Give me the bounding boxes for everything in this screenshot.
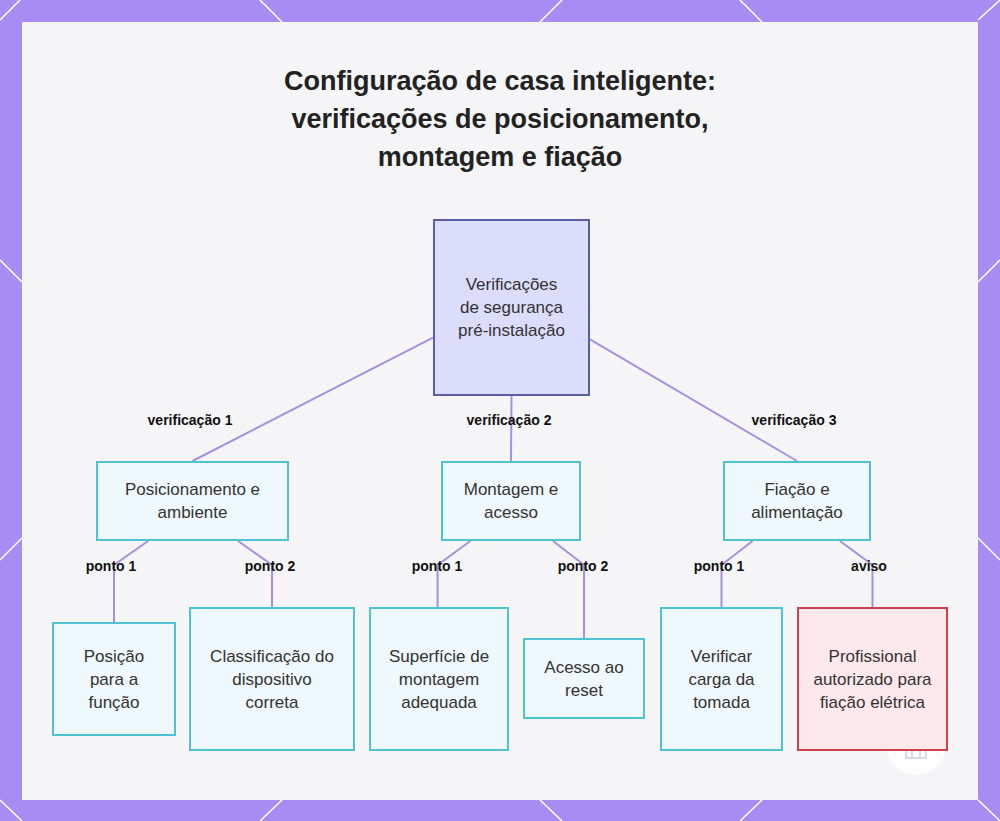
connector <box>511 396 513 461</box>
node-text: Acesso ao reset <box>539 656 629 702</box>
edge-label: verificação 3 <box>752 412 837 428</box>
connector <box>438 541 471 607</box>
root-box: Verificações de segurança pré-instalação <box>433 219 590 396</box>
process-box: Fiação e alimentação <box>723 461 871 541</box>
connector <box>840 541 873 607</box>
edge-label: ponto 1 <box>412 558 463 574</box>
edge-label: ponto 2 <box>558 558 609 574</box>
connector <box>114 541 148 622</box>
connector <box>553 541 584 638</box>
node-text: Verificações de segurança pré-instalação <box>457 273 566 342</box>
process-box: Superfície de montagem adequada <box>369 607 509 751</box>
edge-label: aviso <box>851 558 887 574</box>
process-box: Posicionamento e ambiente <box>96 461 289 541</box>
edge-label: ponto 2 <box>245 558 296 574</box>
process-box: Acesso ao reset <box>523 638 645 719</box>
node-text: Posição para a função <box>68 645 160 714</box>
node-text: Verificar carga da tomada <box>676 645 767 714</box>
panel <box>22 22 978 800</box>
node-text: Fiação e alimentação <box>735 478 859 524</box>
edge-label: ponto 1 <box>694 558 745 574</box>
connector <box>590 339 797 461</box>
node-text: Profissional autorizado para fiação elét… <box>809 645 936 714</box>
edge-label: verificação 2 <box>467 412 552 428</box>
connector <box>722 541 753 607</box>
process-box: Posição para a função <box>52 622 176 736</box>
node-text: Superfície de montagem adequada <box>385 645 493 714</box>
process-box: Classificação do dispositivo correta <box>189 607 355 751</box>
warning-box: Profissional autorizado para fiação elét… <box>797 607 948 751</box>
process-box: Verificar carga da tomada <box>660 607 783 751</box>
edge-label: verificação 1 <box>148 412 233 428</box>
process-box: Montagem e acesso <box>441 461 581 541</box>
connector <box>193 338 434 461</box>
node-text: Posicionamento e ambiente <box>108 478 277 524</box>
node-text: Classificação do dispositivo correta <box>205 645 339 714</box>
node-text: Montagem e acesso <box>453 478 569 524</box>
edge-label: ponto 1 <box>86 558 137 574</box>
diagram-title: Configuração de casa inteligente: verifi… <box>250 62 750 176</box>
connector <box>238 541 272 607</box>
